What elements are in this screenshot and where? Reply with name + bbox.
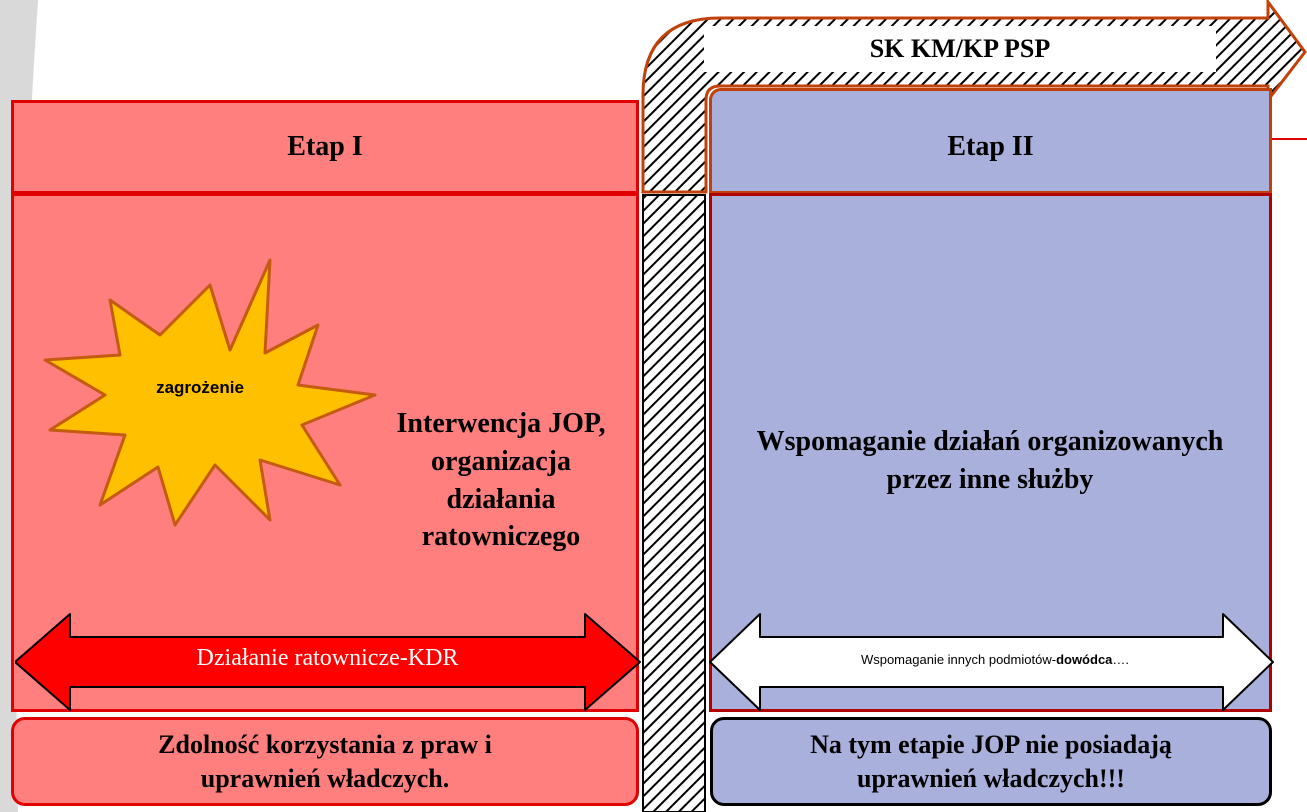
sk-label: SK KM/KP PSP: [869, 34, 1051, 63]
stage1-double-arrow: [15, 613, 641, 711]
stage1-arrow-label: Działanie ratownicze-KDR: [196, 645, 459, 671]
stage2-body: [709, 193, 1272, 712]
stage2-double-arrow: [709, 613, 1274, 711]
stage1-bottom-text: Zdolność korzystania z praw i uprawnień …: [158, 729, 492, 793]
stage2-bottom-text: Na tym etapie JOP nie posiadają uprawnie…: [810, 729, 1172, 793]
stage2-arrow-label-main: Wspomaganie innych podmiotów-: [860, 652, 1057, 667]
stage2-arrow-label-bold: dowódca: [1056, 652, 1113, 667]
stage2-description: Wspomaganie działań organizowanych przez…: [756, 426, 1224, 495]
stage2-title: Etap II: [947, 131, 1034, 162]
stage2-arrow-label-tail: ….: [1112, 652, 1130, 667]
threat-label: zagrożenie: [156, 378, 244, 397]
stage2-arrow-label: Wspomaganie innych podmiotów-dowódca….: [760, 652, 1230, 667]
stage1-header: Etap I: [11, 100, 639, 194]
stage1-title: Etap I: [287, 131, 363, 162]
stage1-description: Interwencja JOP, organizacja działania r…: [396, 408, 606, 553]
threat-explosion-icon: [43, 258, 377, 527]
stage1-body: [11, 193, 639, 712]
stage1-bottom-box: Zdolność korzystania z praw i uprawnień …: [11, 717, 639, 806]
stage2-header: Etap II: [709, 88, 1272, 194]
sk-label-box: SK KM/KP PSP: [704, 26, 1216, 72]
stage2-bottom-box: Na tym etapie JOP nie posiadają uprawnie…: [710, 717, 1272, 806]
